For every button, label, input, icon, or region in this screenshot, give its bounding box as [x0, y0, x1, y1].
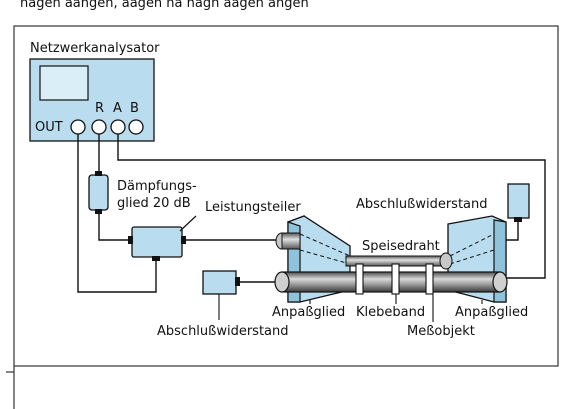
- adapter-left-taper-2: [299, 249, 351, 265]
- feed-wire-end-right: [439, 252, 453, 270]
- port-b-label: B: [130, 101, 139, 116]
- tape-label: Klebeband: [356, 305, 425, 320]
- tape-band-1: [355, 263, 364, 295]
- power-divider-connector-right: [181, 236, 186, 244]
- adapter-left-taper-1: [299, 233, 351, 257]
- port-r-label: R: [95, 101, 104, 116]
- port-out-label: OUT: [35, 120, 63, 135]
- port-b: [128, 119, 144, 135]
- dut-label: Meßobjekt: [407, 324, 475, 339]
- power-divider-label: Leistungsteiler: [205, 200, 301, 215]
- termination-right-connector: [514, 217, 522, 222]
- attenuator-connector-bottom: [95, 209, 102, 214]
- termination-right-label: Abschlußwiderstand: [356, 197, 488, 212]
- analyzer-label: Netzwerkanalysator: [30, 41, 160, 56]
- port-out: [70, 119, 86, 135]
- adapter-right-taper-1: [449, 233, 495, 257]
- port-a-label: A: [113, 101, 122, 116]
- power-divider-connector-bottom: [152, 256, 160, 261]
- dut-pipe-end-left: [274, 271, 290, 293]
- attenuator: [88, 174, 109, 211]
- power-divider-connector-left: [128, 236, 133, 244]
- dut-pipe: [281, 271, 501, 293]
- analyzer-screen: [39, 65, 89, 101]
- wire-attenuator-to-divider: [98, 210, 132, 241]
- tape-band-3: [425, 263, 434, 295]
- port-a: [110, 119, 126, 135]
- port-r: [91, 119, 107, 135]
- adapter-right-taper-2: [449, 249, 495, 265]
- dut-pipe-end-right: [492, 271, 508, 293]
- termination-left-label: Abschlußwiderstand: [157, 324, 289, 339]
- adapter-right-label: Anpaßglied: [455, 305, 528, 320]
- termination-left-connector: [235, 277, 240, 286]
- attenuator-connector-top: [95, 171, 102, 176]
- power-divider: [131, 226, 183, 258]
- wire-out-to-divider: [77, 134, 157, 293]
- feed-wire-stub-left: [281, 232, 301, 250]
- feed-wire-label: Speisedraht: [362, 239, 440, 254]
- tape-band-2: [391, 263, 400, 295]
- termination-right: [507, 183, 530, 219]
- attenuator-label-line1: Dämpfungs-: [117, 179, 197, 194]
- termination-left: [202, 270, 237, 295]
- top-caption: nagen aangen, aagen na nagn aagen angen: [20, 0, 309, 11]
- adapter-left-label: Anpaßglied: [272, 305, 345, 320]
- wire-a-to-right: [117, 134, 546, 279]
- attenuator-label-line2: glied 20 dB: [117, 196, 191, 211]
- power-divider-pointer: [179, 215, 197, 232]
